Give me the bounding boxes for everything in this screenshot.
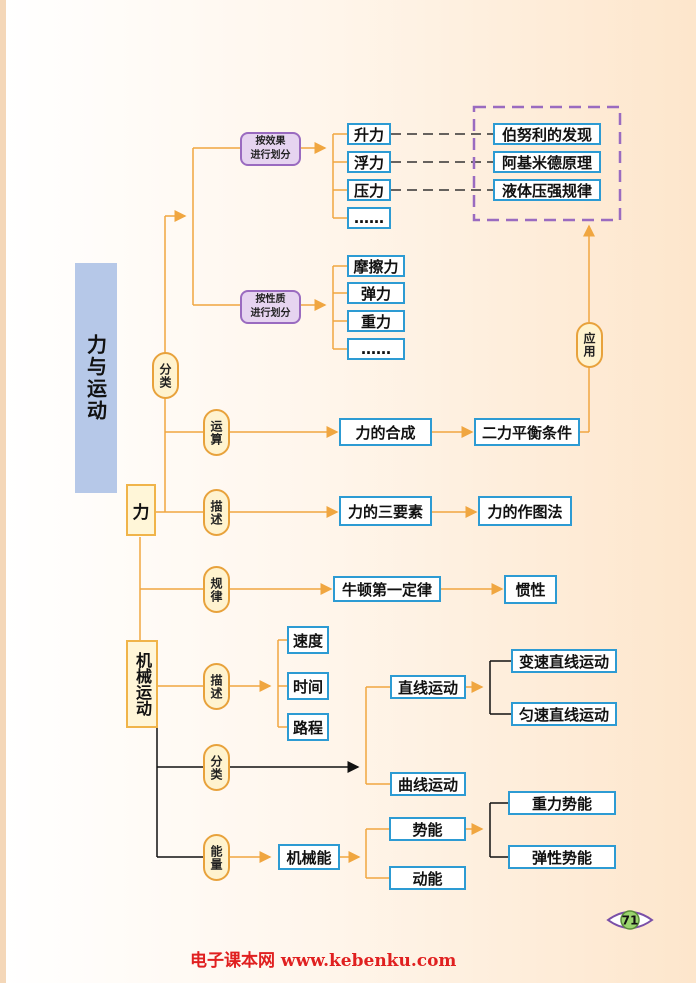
effect-more: …… [347, 207, 391, 229]
newton-first-law: 牛顿第一定律 [333, 576, 441, 602]
classify-force-oval: 分类 [152, 352, 179, 399]
mechanical-energy: 机械能 [278, 844, 340, 870]
three-elements: 力的三要素 [339, 496, 432, 526]
gravity-potential-energy: 重力势能 [508, 791, 616, 815]
force-composition: 力的合成 [339, 418, 432, 446]
describe-mech-oval: 描述 [203, 663, 230, 710]
inertia: 惯性 [504, 575, 557, 604]
page-number: 71 [622, 914, 639, 928]
buoyancy: 浮力 [347, 151, 391, 173]
distance: 路程 [287, 713, 329, 741]
force-node: 力 [126, 484, 156, 536]
uniform-straight-motion: 匀速直线运动 [511, 702, 617, 726]
friction: 摩擦力 [347, 255, 405, 277]
law-oval: 规律 [203, 566, 230, 613]
gravity: 重力 [347, 310, 405, 332]
lift-force: 升力 [347, 123, 391, 145]
classify-mech-oval: 分类 [203, 744, 230, 791]
by-nature-node: 按性质进行划分 [240, 290, 301, 324]
footer-watermark: 电子课本网 www.kebenku.com [190, 951, 457, 971]
pressure-force: 压力 [347, 179, 391, 201]
side-strip [0, 0, 6, 983]
eye-icon: 71 [606, 910, 654, 930]
archimedes: 阿基米德原理 [493, 151, 601, 173]
variable-straight-motion: 变速直线运动 [511, 649, 617, 673]
mech-motion-node: 机械运动 [126, 640, 158, 728]
elastic-potential-energy: 弹性势能 [508, 845, 616, 869]
page-number-badge: 71 [606, 906, 654, 934]
force-drawing: 力的作图法 [478, 496, 572, 526]
potential-energy: 势能 [389, 817, 466, 841]
application-oval: 应用 [576, 322, 603, 368]
straight-motion: 直线运动 [390, 675, 466, 699]
energy-oval: 能量 [203, 834, 230, 881]
kinetic-energy: 动能 [389, 866, 466, 890]
page-title: 力与运动 [75, 263, 117, 493]
by-effect-node: 按效果进行划分 [240, 132, 301, 166]
curve-motion: 曲线运动 [390, 772, 466, 796]
operation-oval: 运算 [203, 409, 230, 456]
two-force-balance: 二力平衡条件 [474, 418, 580, 446]
liquid-pressure: 液体压强规律 [493, 179, 601, 201]
time: 时间 [287, 672, 329, 700]
elastic-force: 弹力 [347, 282, 405, 304]
bernoulli: 伯努利的发现 [493, 123, 601, 145]
describe-force-oval: 描述 [203, 489, 230, 536]
nature-more: …… [347, 338, 405, 360]
speed: 速度 [287, 626, 329, 654]
